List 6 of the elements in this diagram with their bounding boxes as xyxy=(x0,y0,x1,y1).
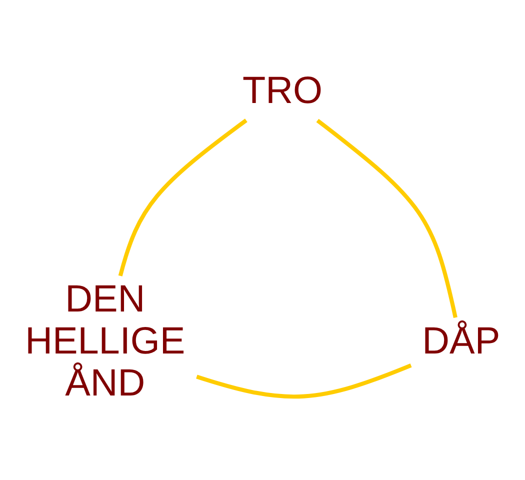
node-text: DEN HELLIGE ÅND xyxy=(25,278,186,405)
connector xyxy=(196,363,412,399)
node-text: DÅP xyxy=(422,320,500,363)
connector xyxy=(118,118,248,276)
node-text: TRO xyxy=(242,70,322,112)
connector xyxy=(316,118,458,318)
